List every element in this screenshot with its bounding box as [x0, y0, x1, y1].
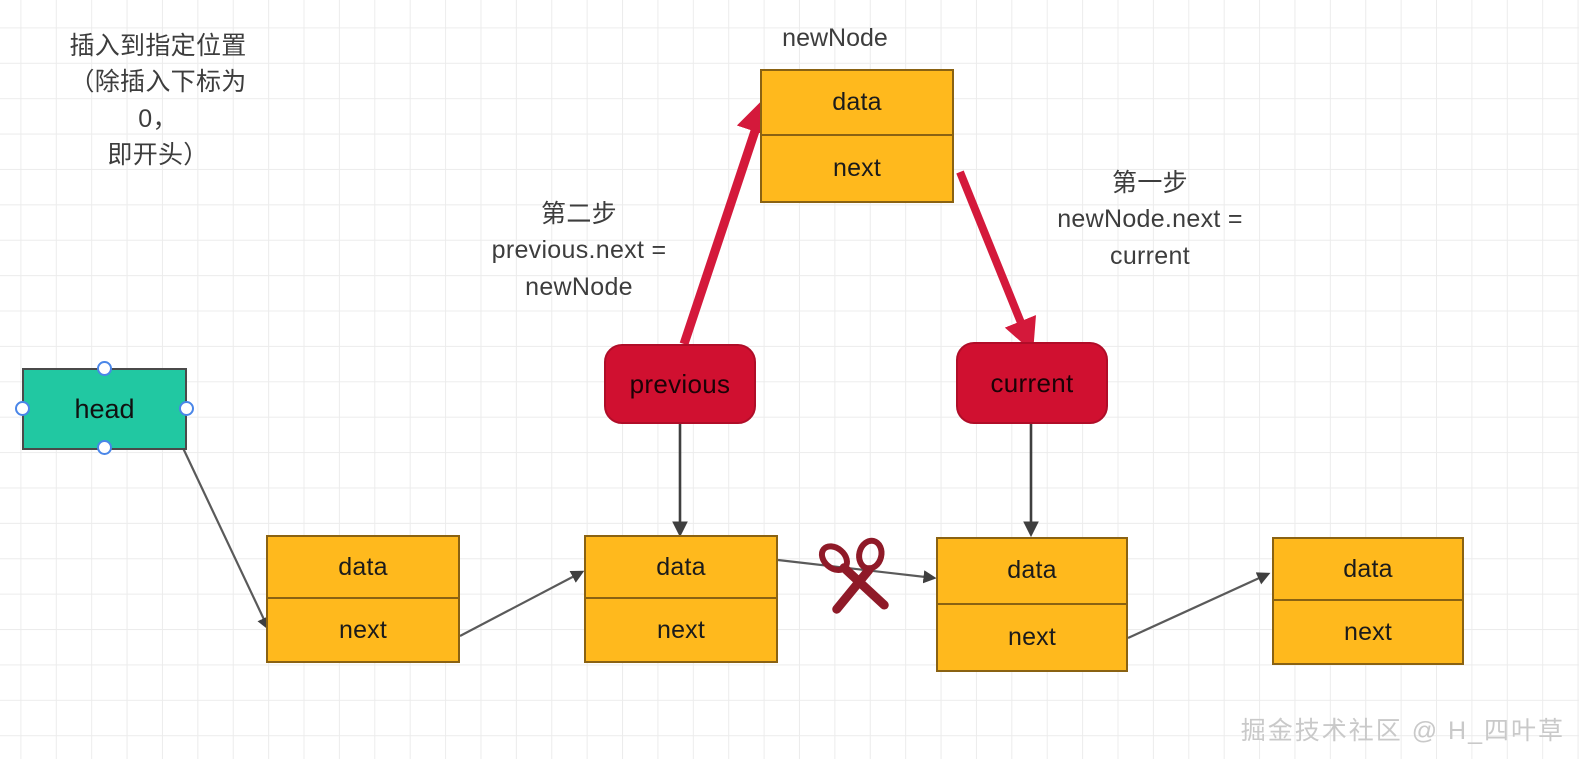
pointer-box-previous[interactable]: previous — [604, 344, 756, 424]
list-node-2-data-cell: data — [586, 537, 776, 599]
selection-handle-left[interactable] — [15, 401, 30, 416]
connector-node2-to-node3 — [777, 558, 937, 584]
newnode-title: newNode — [782, 24, 888, 52]
pointer-label-previous: previous — [629, 368, 731, 399]
list-node-3[interactable]: data next — [936, 537, 1128, 672]
top-left-note: 插入到指定位置 （除插入下标为0， 即开头） — [69, 32, 247, 169]
list-node-1-next-cell: next — [338, 615, 388, 644]
connector-head-to-node1 — [182, 447, 270, 631]
list-node-1[interactable]: data next — [266, 535, 460, 663]
list-node-4-data-cell: data — [1274, 539, 1462, 601]
selection-handle-top[interactable] — [97, 361, 112, 376]
connector-node3-to-node4 — [1127, 572, 1271, 640]
selection-handle-bottom[interactable] — [97, 440, 112, 455]
new-node-next-cell: next — [832, 154, 882, 182]
connector-node1-to-node2 — [459, 570, 585, 637]
list-node-4[interactable]: data next — [1272, 537, 1464, 665]
connector-step-two-previous-to-newnode — [679, 95, 773, 346]
new-node-data-cell: data — [762, 71, 952, 136]
pointer-box-current[interactable]: current — [956, 342, 1108, 424]
list-node-3-next-cell: next — [1007, 622, 1057, 651]
pointer-label-current: current — [990, 367, 1074, 398]
watermark: 掘金技术社区 @ H_四叶草 — [1240, 717, 1565, 745]
head-box[interactable]: head — [22, 368, 187, 450]
selection-handle-right[interactable] — [179, 401, 194, 416]
list-node-2[interactable]: data next — [584, 535, 778, 663]
scissors-icon — [818, 537, 889, 614]
list-node-2-next-cell: next — [656, 615, 706, 644]
step-two-label: 第二步 previous.next = newNode — [491, 200, 667, 301]
list-node-3-data-cell: data — [938, 539, 1126, 605]
connector-step-one-newnode-to-current — [956, 170, 1037, 353]
list-node-1-data-cell: data — [268, 537, 458, 599]
new-node-box[interactable]: data next — [760, 69, 954, 203]
step-one-label: 第一步 newNode.next = current — [1057, 169, 1243, 270]
list-node-4-next-cell: next — [1343, 617, 1393, 646]
head-label: head — [74, 393, 135, 424]
